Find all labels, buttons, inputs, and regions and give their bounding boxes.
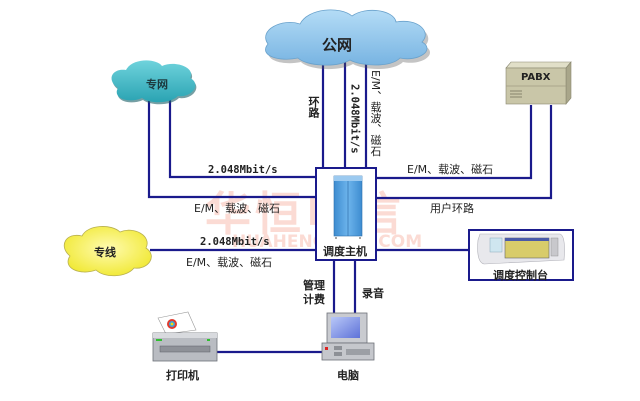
public-e1-label: 2.048Mbit/s <box>348 84 361 154</box>
dispatch-host-label: 调度主机 <box>323 245 367 258</box>
billing-label: 计费 <box>303 293 325 306</box>
dedicated-line-cloud <box>63 226 152 277</box>
computer-device <box>321 312 375 361</box>
public-loop-label: 环路 <box>307 96 320 118</box>
management-label: 管理 <box>303 279 325 292</box>
recording-label: 录音 <box>362 287 384 300</box>
printer-label: 打印机 <box>166 369 199 382</box>
dedicated-e1-label: 2.048Mbit/s <box>200 236 270 248</box>
private-e1-label: 2.048Mbit/s <box>208 164 278 176</box>
computer-label: 电脑 <box>337 369 359 382</box>
public-network-label: 公网 <box>322 36 353 54</box>
private-em-label: E/M、载波、磁石 <box>194 202 281 215</box>
pabx-device <box>505 61 572 105</box>
public-em-label: E/M、载波、磁石 <box>369 70 382 157</box>
line-pabx-em <box>376 105 533 180</box>
connection-lines <box>147 55 553 354</box>
line-private-em <box>147 95 316 199</box>
line-private-e1 <box>168 95 316 179</box>
dispatch-console-label: 调度控制台 <box>493 269 548 282</box>
public-network-cloud <box>265 9 430 70</box>
private-network-label: 专网 <box>146 78 168 91</box>
dispatch-host-device <box>315 167 377 261</box>
pabx-em-label: E/M、载波、磁石 <box>407 163 494 176</box>
dedicated-em-label: E/M、载波、磁石 <box>186 256 273 269</box>
dedicated-line-label: 专线 <box>94 246 116 259</box>
private-network-cloud <box>111 60 197 105</box>
line-pabx-loop <box>376 105 553 200</box>
pabx-user-loop-label: 用户环路 <box>430 202 474 215</box>
dispatch-console-device <box>468 229 574 281</box>
pabx-label: PABX <box>521 72 551 83</box>
printer-device <box>152 311 218 362</box>
